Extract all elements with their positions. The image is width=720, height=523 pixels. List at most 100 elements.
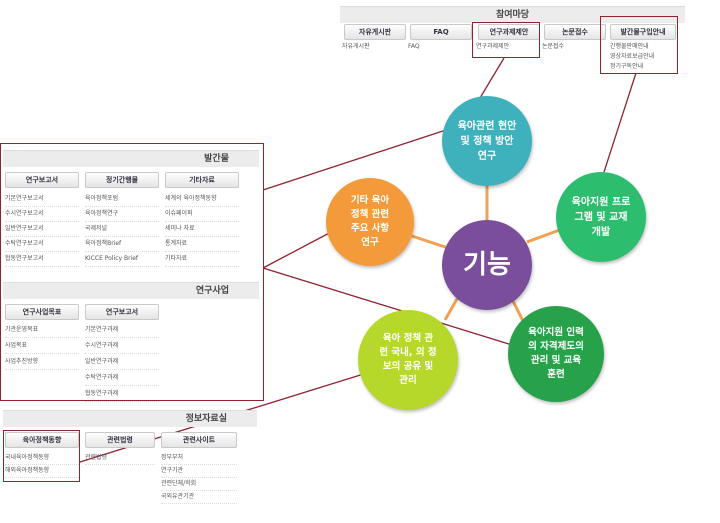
- list-item[interactable]: 국제저널: [85, 222, 159, 237]
- research-section: 연구사업 연구사업목표 연구보고서 기관운영목표 사업목표 사업추진방향 기본연…: [3, 282, 259, 402]
- node-line: 관리: [399, 375, 417, 386]
- connector-left-to-publications: [262, 229, 336, 269]
- info-col-laws: 관련법령: [85, 452, 155, 465]
- tab-research-report-projects[interactable]: 연구보고서: [85, 304, 159, 320]
- participation-item-publication-sales[interactable]: 간행물판매안내: [610, 43, 649, 50]
- list-item[interactable]: 사업목표: [5, 338, 79, 354]
- research-col-goals: 기관운영목표 사업목표 사업추진방향: [5, 322, 79, 370]
- publications-col-other: 세계의 육아정책동향 이슈페이퍼 세미나 자료 통계자료 기타자료: [165, 192, 239, 267]
- list-item[interactable]: 협동연구보고서: [5, 252, 79, 267]
- list-item[interactable]: 해외육아정책동향: [5, 465, 79, 478]
- node-line: 보의 공유 및: [382, 361, 434, 372]
- highlight-research-proposal: [472, 22, 540, 58]
- node-line: 연구: [361, 237, 379, 248]
- participation-panel: 참여마당 자유게시판 FAQ 연구과제제안 논문접수 발간물구입안내 자유게시판…: [340, 6, 685, 76]
- list-item[interactable]: KICCE Policy Brief: [85, 252, 159, 267]
- center-node: 기능: [442, 220, 532, 310]
- list-item[interactable]: 기본연구과제: [85, 322, 159, 338]
- participation-item-subscription[interactable]: 정기구독안내: [610, 63, 644, 70]
- list-item[interactable]: 관련법령: [85, 452, 155, 465]
- participation-item-video-distribution[interactable]: 영상자료보급안내: [610, 53, 655, 60]
- node-line: 정책 관련: [350, 209, 390, 220]
- tab-periodicals[interactable]: 정기간행물: [85, 172, 159, 188]
- node-line: 훈련: [547, 369, 565, 380]
- info-col-sites: 정부부처 연구기관 관련단체/학회 국외유관기관: [161, 452, 237, 504]
- tab-research-reports[interactable]: 연구보고서: [5, 172, 79, 188]
- connector-right-to-purchase: [603, 72, 637, 173]
- list-item[interactable]: 관련단체/학회: [161, 478, 237, 491]
- list-item[interactable]: 수탁연구보고서: [5, 237, 79, 252]
- list-item[interactable]: 수시연구보고서: [5, 207, 79, 222]
- spoke-left: [411, 234, 449, 250]
- publications-col-periodicals: 육아정책포럼 육아정책연구 국제저널 육아정책Brief KICCE Polic…: [85, 192, 159, 267]
- list-item[interactable]: 기관운영목표: [5, 322, 79, 338]
- tab-faq[interactable]: FAQ: [410, 24, 472, 40]
- list-item[interactable]: 기타자료: [165, 252, 239, 267]
- node-line: 관리 및 교육: [530, 355, 582, 366]
- list-item[interactable]: 기본연구보고서: [5, 192, 79, 207]
- participation-item-faq[interactable]: FAQ: [408, 43, 420, 50]
- participation-item-paper-submission[interactable]: 논문접수: [542, 43, 565, 50]
- tab-related-laws[interactable]: 관련법령: [85, 432, 155, 448]
- node-line: 그램 및 교재: [574, 211, 628, 223]
- node-line: 육아 정책 관: [382, 333, 434, 344]
- connector-top-to-publications: [262, 129, 447, 191]
- center-label: 기능: [463, 250, 511, 280]
- tab-purchase-guide[interactable]: 발간물구입안내: [610, 24, 676, 40]
- node-line: 및 정책 방안: [460, 135, 514, 147]
- publications-section: 발간물 연구보고서 정기간행물 기타자료 기본연구보고서 수시연구보고서 일반연…: [3, 150, 259, 270]
- highlight-purchase-guide: [600, 16, 678, 74]
- node-line: 련 국내, 외 정: [379, 347, 437, 358]
- tab-other-materials[interactable]: 기타자료: [165, 172, 239, 188]
- list-item[interactable]: 국외유관기관: [161, 491, 237, 504]
- node-line: 육아지원 프로: [571, 196, 631, 208]
- research-title: 연구사업: [3, 282, 259, 299]
- tab-childcare-policy-trends[interactable]: 육아정책동향: [5, 432, 79, 448]
- connector-bottom-right-to-publications: [262, 267, 513, 346]
- list-item[interactable]: 수시연구과제: [85, 338, 159, 354]
- participation-item-free-board[interactable]: 자유게시판: [342, 43, 370, 50]
- node-workforce-training: 육아지원 인력 의 자격제도의 관리 및 교육 훈련: [508, 306, 604, 402]
- tab-free-board[interactable]: 자유게시판: [344, 24, 406, 40]
- highlight-childcare-policy-trends: [3, 430, 80, 482]
- node-line: 육아지원 인력: [528, 327, 584, 338]
- node-line: 개발: [591, 226, 611, 238]
- participation-item-research-proposal[interactable]: 연구과제제안: [476, 43, 510, 50]
- tab-paper-submission[interactable]: 논문접수: [544, 24, 606, 40]
- node-other-research: 기타 육아 정책 관련 주요 사항 연구: [326, 178, 414, 266]
- node-line: 의 자격제도의: [528, 341, 584, 352]
- tab-research-proposal[interactable]: 연구과제제안: [478, 24, 540, 40]
- participation-title: 참여마당: [340, 6, 685, 23]
- list-item[interactable]: 세미나 자료: [165, 222, 239, 237]
- tab-related-sites[interactable]: 관련사이트: [161, 432, 237, 448]
- info-col-trends: 국내육아정책동향 해외육아정책동향: [5, 452, 79, 478]
- list-item[interactable]: 육아정책Brief: [85, 237, 159, 252]
- publications-title: 발간물: [3, 150, 259, 167]
- tab-research-goals[interactable]: 연구사업목표: [5, 304, 79, 320]
- publications-col-reports: 기본연구보고서 수시연구보고서 일반연구보고서 수탁연구보고서 협동연구보고서: [5, 192, 79, 267]
- list-item[interactable]: 통계자료: [165, 237, 239, 252]
- info-section: 정보자료실 육아정책동향 관련법령 관련사이트 국내육아정책동향 해외육아정책동…: [3, 410, 257, 520]
- list-item[interactable]: 육아정책포럼: [85, 192, 159, 207]
- list-item[interactable]: 수탁연구과제: [85, 370, 159, 386]
- list-item[interactable]: 사업추진방향: [5, 354, 79, 370]
- publications-research-panel: [0, 143, 264, 401]
- list-item[interactable]: 국내육아정책동향: [5, 452, 79, 465]
- node-line: 육아관련 현안: [457, 120, 517, 132]
- list-item[interactable]: 연구기관: [161, 465, 237, 478]
- list-item[interactable]: 이슈페이퍼: [165, 207, 239, 222]
- node-line: 기타 육아: [350, 195, 390, 206]
- list-item[interactable]: 협동연구과제: [85, 386, 159, 402]
- node-info-sharing: 육아 정책 관 련 국내, 외 정 보의 공유 및 관리: [358, 310, 458, 410]
- list-item[interactable]: 세계의 육아정책동향: [165, 192, 239, 207]
- info-title: 정보자료실: [3, 410, 257, 427]
- list-item[interactable]: 일반연구보고서: [5, 222, 79, 237]
- list-item[interactable]: 육아정책연구: [85, 207, 159, 222]
- node-policy-research: 육아관련 현안 및 정책 방안 연구: [442, 96, 532, 186]
- node-line: 주요 사항: [350, 223, 390, 234]
- research-col-projects: 기본연구과제 수시연구과제 일반연구과제 수탁연구과제 협동연구과제: [85, 322, 159, 402]
- list-item[interactable]: 정부부처: [161, 452, 237, 465]
- list-item[interactable]: 일반연구과제: [85, 354, 159, 370]
- node-program-development: 육아지원 프로 그램 및 교재 개발: [556, 172, 646, 262]
- node-line: 연구: [477, 150, 497, 162]
